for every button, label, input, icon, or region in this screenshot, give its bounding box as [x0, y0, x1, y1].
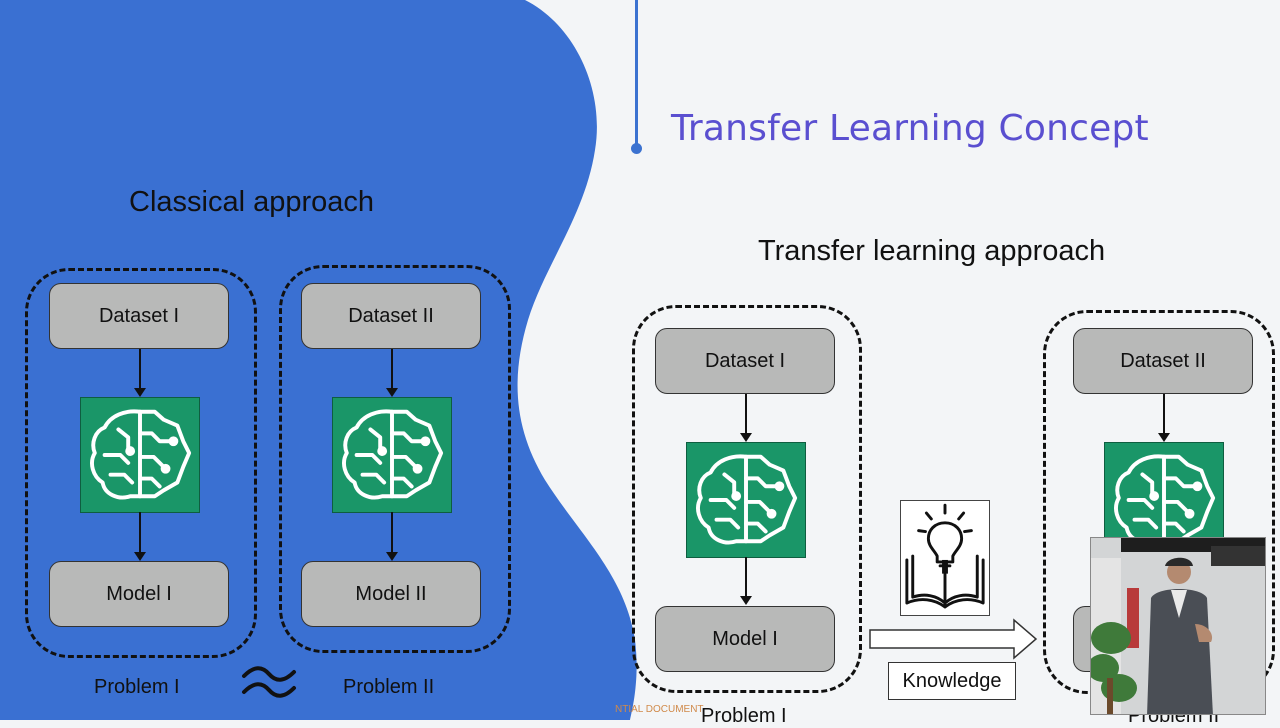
footer-watermark: NTIAL DOCUMENT — [615, 704, 704, 715]
accent-line — [635, 0, 638, 148]
model-box: Model II — [301, 561, 481, 627]
flow-arrow — [1158, 394, 1170, 442]
model-box: Model I — [655, 606, 835, 672]
accent-dot — [631, 143, 642, 154]
right-arrow-icon — [869, 618, 1038, 660]
flow-arrow — [740, 394, 752, 442]
dataset-box: Dataset I — [655, 328, 835, 394]
classical-group-2 — [279, 265, 511, 653]
problem-label: Problem I — [701, 705, 787, 727]
approx-equal-icon — [242, 666, 296, 698]
flow-arrow — [134, 349, 146, 397]
flow-arrow — [134, 512, 146, 561]
flow-arrow — [740, 557, 752, 605]
classical-heading: Classical approach — [129, 186, 375, 218]
problem-label: Problem II — [343, 676, 435, 698]
problem-label: Problem I — [94, 676, 180, 698]
classical-group-1 — [25, 268, 257, 658]
lightbulb-book-icon — [900, 500, 990, 616]
dataset-box: Dataset II — [1073, 328, 1253, 394]
flow-arrow — [386, 349, 398, 397]
brain-icon — [686, 442, 806, 558]
transfer-heading: Transfer learning approach — [758, 235, 1106, 267]
model-box: Model I — [49, 561, 229, 627]
dataset-box: Dataset I — [49, 283, 229, 349]
dataset-box: Dataset II — [301, 283, 481, 349]
brain-icon — [332, 397, 452, 513]
transfer-source-group — [632, 305, 862, 693]
slide-title: Transfer Learning Concept — [671, 108, 1149, 149]
brain-icon — [80, 397, 200, 513]
flow-arrow — [386, 512, 398, 561]
presenter-video — [1090, 537, 1266, 715]
knowledge-label: Knowledge — [888, 662, 1016, 700]
